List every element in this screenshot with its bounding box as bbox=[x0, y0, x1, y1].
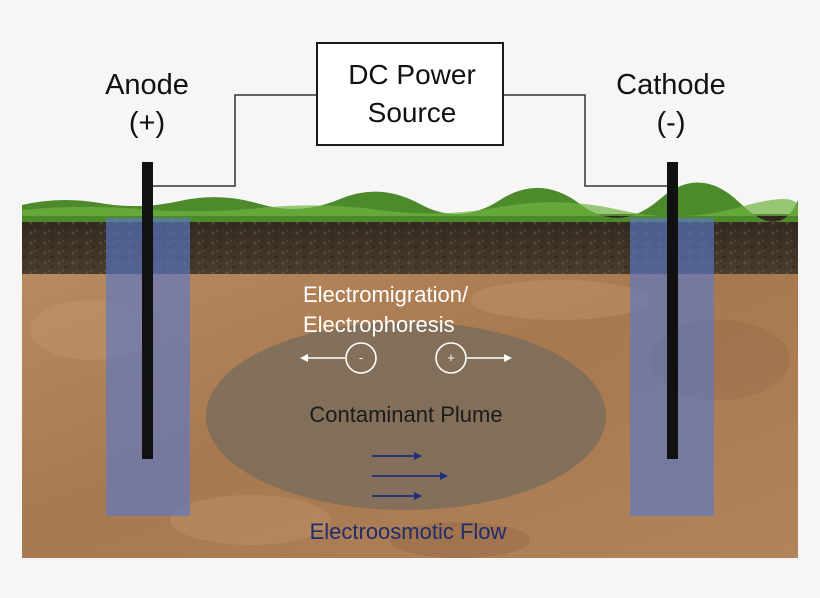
anode-name: Anode bbox=[105, 69, 189, 101]
anode-wire bbox=[153, 94, 316, 187]
cathode-electrode bbox=[667, 162, 678, 459]
positive-ion-sign: + bbox=[447, 350, 455, 365]
contaminant-plume bbox=[206, 322, 606, 510]
cathode-name: Cathode bbox=[616, 69, 726, 101]
positive-ion-circle bbox=[435, 342, 467, 374]
anode-label: Anode (+) bbox=[67, 66, 227, 142]
anode-electrode bbox=[142, 162, 153, 459]
electromigration-line1: Electromigration/ bbox=[303, 282, 469, 307]
electromigration-line2: Electrophoresis bbox=[303, 312, 455, 337]
cathode-label: Cathode (-) bbox=[591, 66, 751, 142]
negative-ion-sign: - bbox=[358, 350, 364, 365]
electromigration-label: Electromigration/ Electrophoresis bbox=[303, 280, 468, 340]
negative-ion-circle bbox=[345, 342, 377, 374]
cathode-sign: (-) bbox=[656, 107, 686, 139]
power-source-label: DC Power Source bbox=[318, 56, 506, 132]
power-label-line2: Source bbox=[367, 97, 457, 128]
contaminant-plume-label: Contaminant Plume bbox=[309, 402, 503, 427]
anode-sign: (+) bbox=[128, 107, 166, 139]
grass-highlight bbox=[22, 198, 799, 217]
dc-power-source-box: DC Power Source bbox=[316, 42, 504, 146]
power-label-line1: DC Power bbox=[348, 59, 476, 90]
cathode-wire bbox=[504, 94, 667, 187]
electroosmotic-flow-label: Electroosmotic Flow bbox=[309, 519, 507, 544]
